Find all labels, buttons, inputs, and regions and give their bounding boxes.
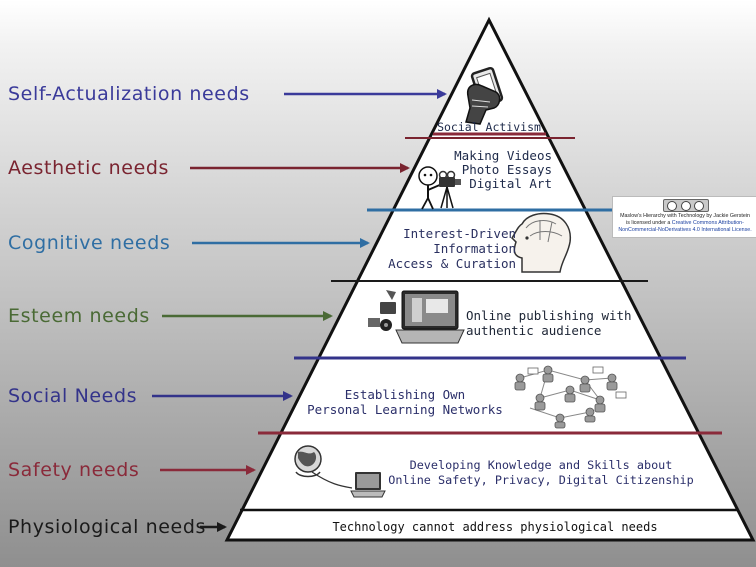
band-text-learning-networks: Establishing Own Personal Learning Netwo… bbox=[307, 387, 503, 417]
camera-operator-icon bbox=[418, 166, 461, 210]
license-link-cc[interactable]: Creative Commons Attribution- bbox=[671, 220, 744, 226]
band-text-online-publishing: Online publishing with authentic audienc… bbox=[466, 308, 632, 338]
license-link-cc-terms[interactable]: NonCommercial-NoDerivatives 4.0 Internat… bbox=[618, 227, 752, 233]
band-text-social-activism: Social Activism bbox=[437, 120, 541, 134]
laptop-media-icon bbox=[368, 290, 465, 344]
level-label-aesthetic: Aesthetic needs bbox=[8, 157, 170, 179]
level-label-self-actualization: Self-Actualization needs bbox=[8, 83, 250, 105]
level-label-safety: Safety needs bbox=[8, 459, 140, 481]
license-notice: Maslow's Hierarchy with Technology by Ja… bbox=[612, 196, 756, 238]
raised-fist-phone-icon bbox=[465, 66, 504, 125]
level-label-cognitive: Cognitive needs bbox=[8, 232, 171, 254]
license-line2: is licensed under a bbox=[626, 220, 671, 226]
band-text-making-videos: Making Videos Photo Essays Digital Art bbox=[454, 148, 552, 191]
brain-head-icon bbox=[511, 212, 572, 273]
level-label-social: Social Needs bbox=[8, 385, 138, 407]
level-label-physiological: Physiological needs bbox=[8, 516, 206, 538]
band-text-online-safety: Developing Knowledge and Skills about On… bbox=[388, 458, 694, 487]
cc-by-nc-nd-badge-icon bbox=[663, 199, 709, 212]
license-line1: Maslow's Hierarchy with Technology by Ja… bbox=[620, 213, 750, 219]
band-text-interest-driven: Interest-Driven Information Access & Cur… bbox=[388, 226, 516, 271]
band-text-physiological: Technology cannot address physiological … bbox=[332, 520, 658, 534]
level-label-esteem: Esteem needs bbox=[8, 305, 150, 327]
network-people-icon bbox=[514, 365, 627, 429]
globe-laptop-icon bbox=[294, 445, 386, 498]
